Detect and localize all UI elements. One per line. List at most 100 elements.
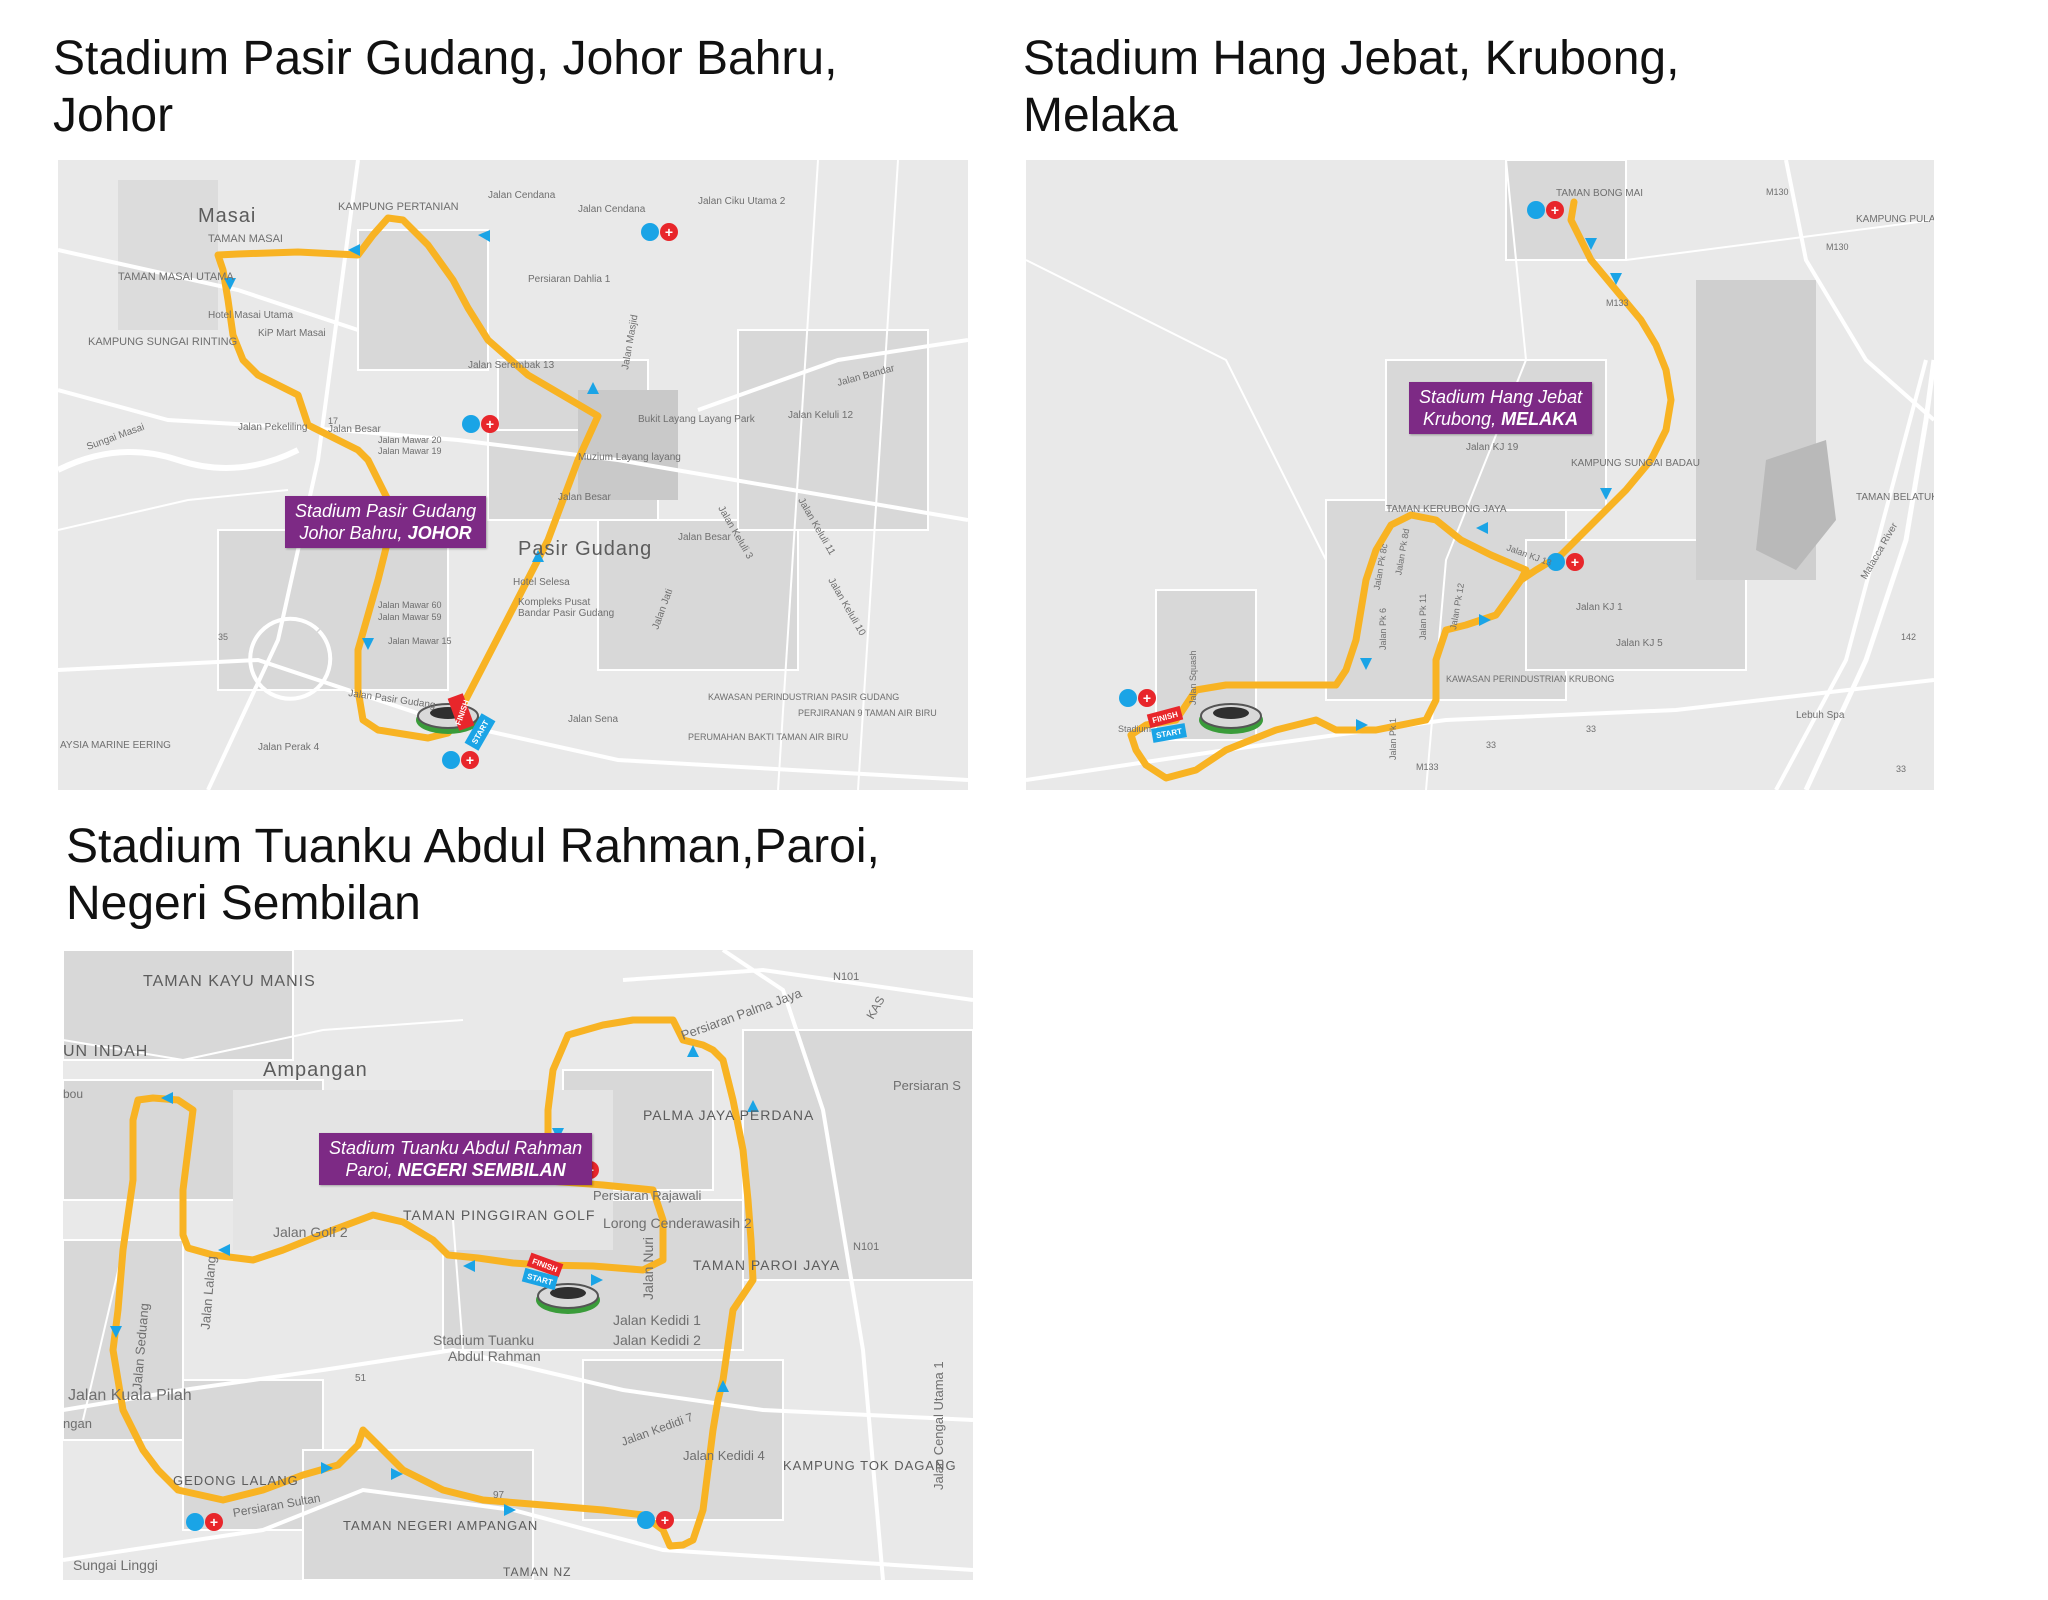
map-label: M130 (1826, 242, 1849, 252)
map-hang-jebat[interactable]: + + + FINISH START TAMAN BONG MAI M130 M… (1026, 160, 1934, 790)
water-station-icon: + (462, 415, 499, 433)
svg-text:START: START (1155, 727, 1182, 740)
map-label: Jalan Kedidi 2 (613, 1332, 701, 1348)
water-station-icon: + (442, 751, 479, 769)
map-pasir-gudang[interactable]: + + + FINISH START Masai TAMAN MASAI KAM… (58, 160, 968, 790)
map-canvas: + + + FINISH START TAMAN BONG MAI M130 M… (1026, 160, 1934, 790)
svg-text:+: + (1143, 690, 1151, 706)
map-label: M133 (1416, 762, 1439, 772)
map-label: ngan (63, 1416, 92, 1431)
map-label: TAMAN KAYU MANIS (143, 973, 316, 990)
direction-arrow-icon (362, 638, 374, 650)
location-callout: Stadium Hang Jebat Krubong, MELAKA (1409, 382, 1593, 434)
map-road (58, 657, 968, 782)
callout-state: NEGERI SEMBILAN (397, 1160, 566, 1180)
map-label: Jalan Mawar 20 (378, 435, 442, 445)
map-label: Persiaran Rajawali (593, 1188, 701, 1203)
start-flag-icon: START (521, 1267, 559, 1291)
map-road (697, 338, 968, 412)
direction-arrow-icon (348, 244, 360, 256)
map-label: Jalan Nuri (640, 1237, 656, 1300)
map-block (118, 180, 218, 330)
map-road (82, 1249, 124, 1421)
water-station-icon: + (1547, 553, 1584, 571)
direction-arrow-icon (478, 230, 490, 242)
water-station-icon: + (1119, 689, 1156, 707)
map-road (622, 967, 973, 1002)
title-line-2: Melaka (1023, 89, 1178, 142)
map-road (721, 950, 885, 1580)
map-label: Stadium (1118, 724, 1151, 734)
map-road (63, 1487, 973, 1572)
map-label: Jalan Serembak 13 (468, 360, 555, 371)
map-label: Jalan KJ 1 (1576, 602, 1623, 613)
map-canvas: + + + FINISH START Masai TAMAN MASAI KAM… (58, 160, 968, 790)
title-line-1: Stadium Pasir Gudang, Johor Bahru, (53, 32, 838, 85)
map-label: Jalan Cendana (578, 204, 646, 215)
svg-text:+: + (1551, 202, 1559, 218)
map-block (217, 529, 449, 691)
map-label: TAMAN PINGGIRAN GOLF (403, 1207, 595, 1223)
map-label: TAMAN NEGERI AMPANGAN (343, 1518, 538, 1533)
map-label: TAMAN KERUBONG JAYA (1386, 504, 1507, 515)
map-label: Jalan Kedidi 1 (613, 1312, 701, 1328)
finish-flag-icon: FINISH (1146, 705, 1184, 729)
map-canvas: + + + FINISH START TAMAN KAYU MANIS UN I… (63, 950, 973, 1580)
direction-arrow-icon (1360, 658, 1372, 670)
callout-line-1: Stadium Pasir Gudang (295, 501, 477, 521)
map-label: Jalan Kedidi 4 (683, 1448, 765, 1463)
callout-line-1: Stadium Hang Jebat (1419, 387, 1583, 407)
map-label: Muzium Layang layang (578, 452, 681, 463)
map-label: KAWASAN PERINDUSTRIAN KRUBONG (1446, 674, 1614, 684)
map-label: PALMA JAYA PERDANA (643, 1107, 814, 1123)
svg-text:+: + (661, 1512, 669, 1528)
callout-line-2: Paroi, (345, 1160, 393, 1180)
map-label: TAMAN NZ (503, 1565, 571, 1579)
map-label: bou (63, 1087, 83, 1101)
location-callout: Stadium Tuanku Abdul Rahman Paroi, NEGER… (319, 1133, 593, 1185)
map-tuanku-abdul-rahman[interactable]: + + + FINISH START TAMAN KAYU MANIS UN I… (63, 950, 973, 1580)
map-label: TAMAN PAROI JAYA (693, 1257, 840, 1273)
map-label: Jalan Mawar 60 (378, 600, 442, 610)
direction-arrow-icon (1476, 522, 1488, 534)
map-label: Jalan Lalang (198, 1255, 219, 1330)
map-label: Jalan Besar (558, 492, 611, 503)
map-label: M133 (1606, 298, 1629, 308)
map-label: Jalan Besar (328, 424, 381, 435)
map-road (58, 489, 289, 531)
map-label: Sungai Linggi (73, 1557, 158, 1573)
map-road (58, 248, 359, 332)
map-label: Ampangan (263, 1059, 368, 1081)
map-label: KAWASAN PERINDUSTRIAN PASIR GUDANG (708, 692, 899, 702)
map-road (857, 160, 899, 790)
map-label: M130 (1766, 187, 1789, 197)
svg-text:+: + (486, 416, 494, 432)
map-label: Jalan Keluli 12 (788, 410, 853, 421)
direction-arrow-icon (587, 382, 599, 394)
map-label: Persiaran Dahlia 1 (528, 274, 611, 285)
title-line-1: Stadium Hang Jebat, Krubong, (1023, 32, 1680, 85)
direction-arrow-icon (1585, 238, 1597, 250)
map-title-pasir-gudang: Stadium Pasir Gudang, Johor Bahru, Johor (53, 30, 837, 144)
map-label: Abdul Rahman (448, 1348, 541, 1364)
map-label: Lorong Cenderawasih 2 (603, 1215, 752, 1231)
map-label: PERUMAHAN BAKTI TAMAN AIR BIRU (688, 732, 848, 742)
water-station-icon: + (1527, 201, 1564, 219)
callout-state: JOHOR (407, 523, 472, 543)
map-label: Jalan KJ 19 (1466, 442, 1519, 453)
map-label: Jalan Ciku Utama 2 (698, 196, 786, 207)
direction-arrow-icon (321, 1462, 333, 1474)
map-label: Jalan Pekeliling (238, 422, 308, 433)
map-label: Jalan Besar (678, 532, 731, 543)
stadium-icon (536, 1283, 600, 1314)
map-label: Jalan Sena (568, 714, 618, 725)
start-flag-icon: START (1151, 723, 1187, 743)
map-label: Jalan Pk 1 (1388, 718, 1398, 760)
map-label: N101 (833, 971, 859, 983)
svg-text:+: + (1571, 554, 1579, 570)
callout-line-2: Johor Bahru, (299, 523, 403, 543)
map-label: Lebuh Spa (1796, 710, 1845, 721)
map-block (357, 229, 489, 371)
map-label: Stadium Tuanku (433, 1332, 534, 1348)
water-station-icon: + (637, 1511, 674, 1529)
